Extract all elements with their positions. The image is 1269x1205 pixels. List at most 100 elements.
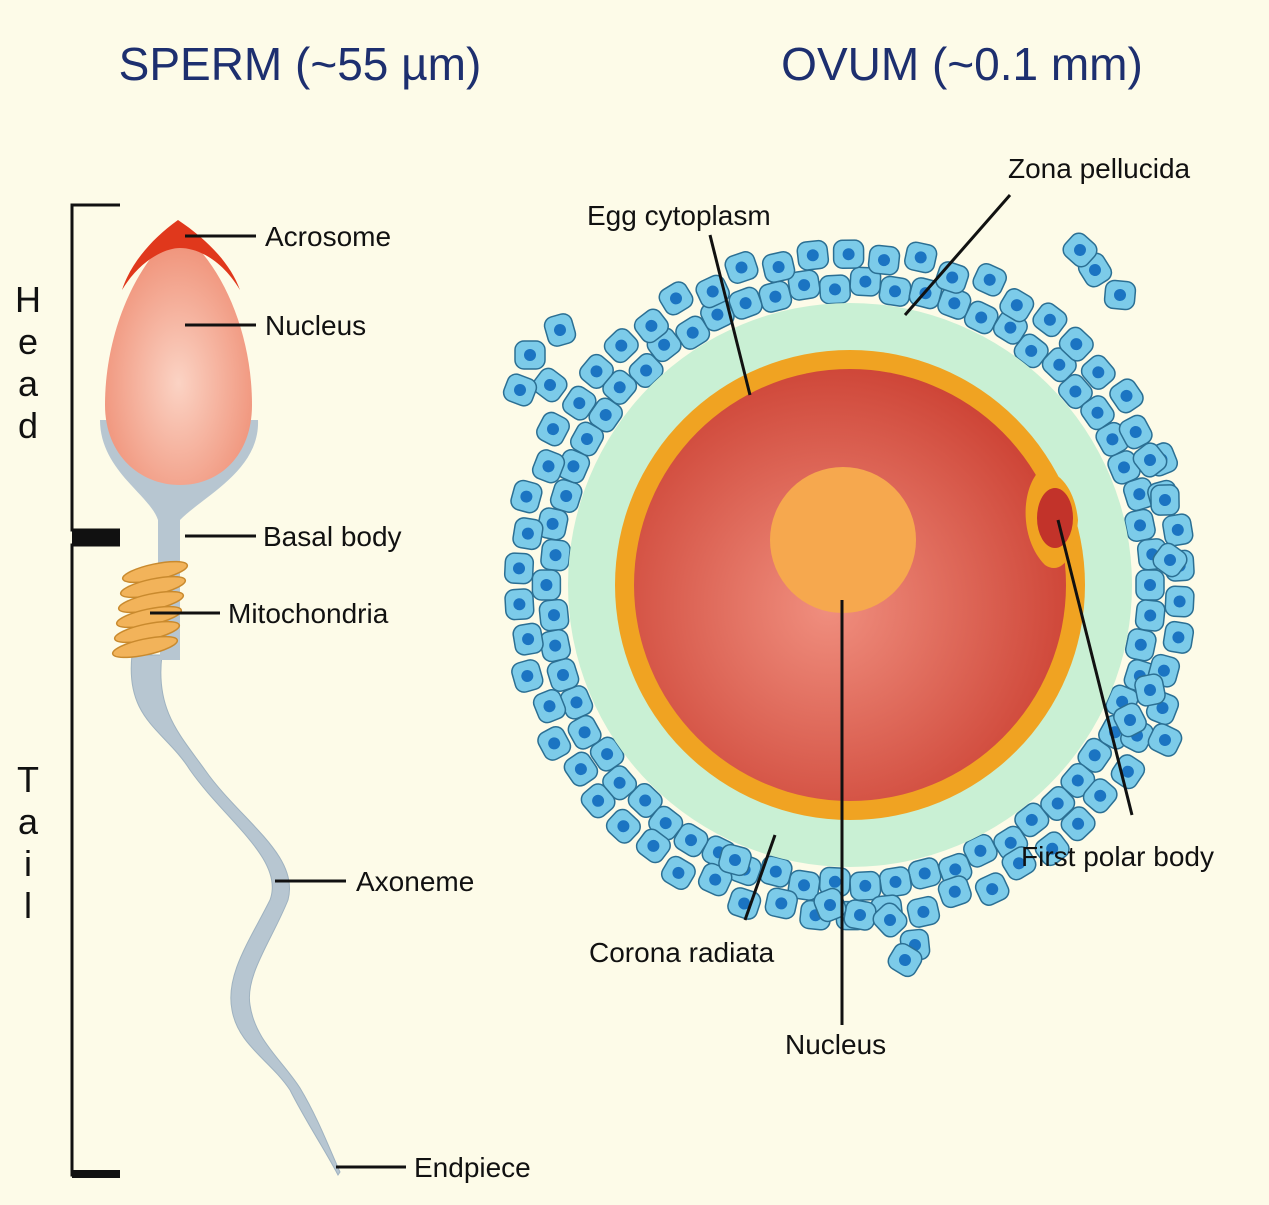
acrosome-cap [122,220,240,290]
corona-cell [1041,347,1077,383]
label-first-polar-body: First polar body [1021,841,1214,872]
corona-cell [531,569,562,601]
corona-cell [514,340,546,370]
corona-cell [1118,414,1153,450]
label-mitochondria: Mitochondria [228,598,389,629]
corona-radiata-cells [502,232,1195,978]
corona-cell [999,288,1035,323]
corona-cell [563,751,599,787]
corona-cell [1150,484,1180,516]
corona-cell [580,783,616,819]
corona-cell [1110,754,1146,790]
corona-cell [635,828,671,864]
corona-cell [904,241,938,274]
corona-cell [1077,737,1112,773]
corona-cell [787,269,821,301]
corona-cell [603,328,639,364]
corona-cell [1152,542,1188,578]
corona-cell [658,281,694,316]
corona-cell [758,280,793,313]
corona-cell [1001,846,1037,881]
sperm-title: SPERM (~55 µm) [119,38,482,90]
corona-cell [567,714,602,750]
corona-cell [813,887,847,923]
corona-cell [728,286,763,320]
corona-cell [1134,673,1166,707]
corona-cell [761,251,796,283]
corona-cell [1124,508,1156,543]
corona-cell [536,411,570,447]
corona-cell [562,385,597,421]
corona-cell [906,895,941,928]
corona-cell [646,327,682,363]
corona-cell [963,300,999,335]
corona-cell [503,552,535,585]
corona-cell [1080,395,1115,431]
ovum-nucleus [770,467,916,613]
label-endpiece: Endpiece [414,1152,531,1183]
corona-cell [569,421,605,457]
corona-cell [512,622,544,656]
leader-zona-pellucida [903,194,1012,316]
corona-cell [878,275,912,307]
leader-first-polar-body [1056,519,1134,816]
label-acrosome: Acrosome [265,221,391,252]
corona-cell [1103,279,1137,311]
corona-cell [879,866,912,898]
corona-cell [627,782,663,819]
corona-cell [540,538,571,572]
corona-cell [1162,620,1195,654]
corona-cell [1034,831,1070,867]
corona-cell [1134,599,1166,632]
bracket-end [72,1170,120,1178]
corona-cell [511,659,544,693]
leader-corona-radiata [743,834,777,921]
corona-cell [1080,354,1116,390]
label-sperm-nucleus: Nucleus [265,310,366,341]
corona-cell [819,274,851,305]
corona-cell [937,875,972,909]
corona-cell [849,870,882,901]
corona-cell [907,857,942,890]
corona-cell [1013,333,1049,369]
label-basal-body: Basal body [263,521,402,552]
corona-cell [849,266,882,297]
sperm-tail-shape [130,654,341,1176]
leader-egg-cytoplasm [708,234,752,396]
corona-cell [531,449,566,484]
corona-cell [532,689,567,724]
corona-cell [1122,477,1156,512]
label-corona-radiata: Corona radiata [589,937,775,968]
corona-cell [532,367,568,403]
corona-cell [1109,378,1144,414]
corona-cell [502,373,538,407]
corona-cell [536,507,569,541]
corona-cell [602,765,638,801]
corona-cell [660,855,696,891]
corona-cell [832,239,865,269]
label-egg-cytoplasm: Egg cytoplasm [587,200,771,231]
corona-cell [605,808,641,844]
corona-cell [727,887,762,920]
corona-cell [887,942,923,978]
ovum-title: OVUM (~0.1 mm) [781,38,1143,90]
label-axoneme: Axoneme [356,866,474,897]
ovum-illustration: Zona pellucida Egg cytoplasm First polar… [502,153,1214,1060]
corona-cell [1164,585,1195,618]
corona-cell [537,725,572,761]
corona-cell [512,517,544,551]
corona-cell [972,263,1007,297]
corona-cell [1082,778,1118,814]
mitochondrion [111,635,179,659]
corona-cell [1058,326,1094,362]
corona-cell [796,239,830,271]
corona-cell [787,869,821,901]
bracket-joint [72,530,120,546]
corona-cell [1060,806,1096,842]
